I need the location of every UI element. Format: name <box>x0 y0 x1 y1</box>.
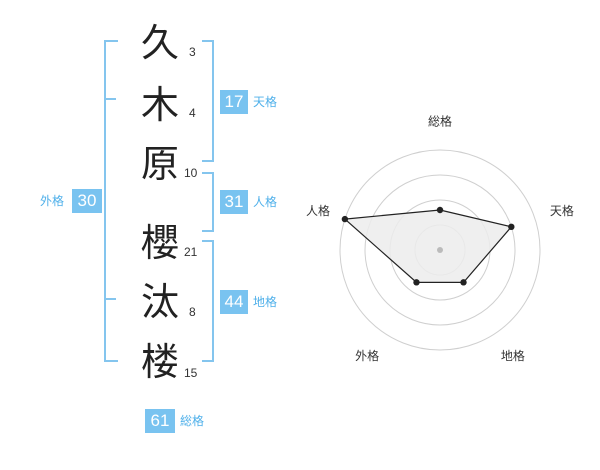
tenkaku-bracket <box>202 40 214 162</box>
radar-point-5 <box>341 215 349 223</box>
chikaku-badge: 44 <box>220 290 248 314</box>
stroke-count-5: 8 <box>189 305 196 319</box>
radar-axis-label-4: 外格 <box>355 348 379 363</box>
radar-point-4 <box>413 279 420 286</box>
radar-point-3 <box>460 279 467 286</box>
gaikaku-label: 外格 <box>40 194 65 208</box>
radar-axis-label-3: 地格 <box>501 348 525 363</box>
gaikaku-badge: 30 <box>72 189 102 213</box>
radar-center-dot <box>437 247 443 253</box>
stroke-count-3: 10 <box>184 166 198 180</box>
soukaku-badge: 61 <box>145 409 175 433</box>
chikaku-bracket <box>202 240 214 362</box>
radar-axis-label-1: 総格 <box>428 114 452 129</box>
gaikaku-bracket-tick-top <box>104 98 116 100</box>
radar-axis-label-2: 天格 <box>550 203 574 218</box>
radar-grid-ring-4 <box>339 149 541 351</box>
stroke-count-2: 4 <box>189 106 196 120</box>
tenkaku-badge: 17 <box>220 90 248 114</box>
chikaku-label: 地格 <box>253 295 278 309</box>
radar-axis-label-5: 人格 <box>306 203 330 218</box>
jinkaku-badge: 31 <box>220 190 248 214</box>
radar-point-1 <box>436 206 444 214</box>
stroke-count-4: 21 <box>184 245 198 259</box>
stroke-count-6: 15 <box>184 366 198 380</box>
radar-grid-ring-3 <box>364 174 516 326</box>
jinkaku-label: 人格 <box>253 195 278 209</box>
tenkaku-label: 天格 <box>253 95 278 109</box>
radar-polygon <box>343 209 513 283</box>
radar-point-2 <box>508 223 515 231</box>
jinkaku-bracket <box>202 172 214 232</box>
gaikaku-bracket-tick-bottom <box>104 298 116 300</box>
soukaku-label: 総格 <box>180 414 205 428</box>
gaikaku-bracket <box>104 40 118 362</box>
stroke-count-1: 3 <box>189 45 196 59</box>
